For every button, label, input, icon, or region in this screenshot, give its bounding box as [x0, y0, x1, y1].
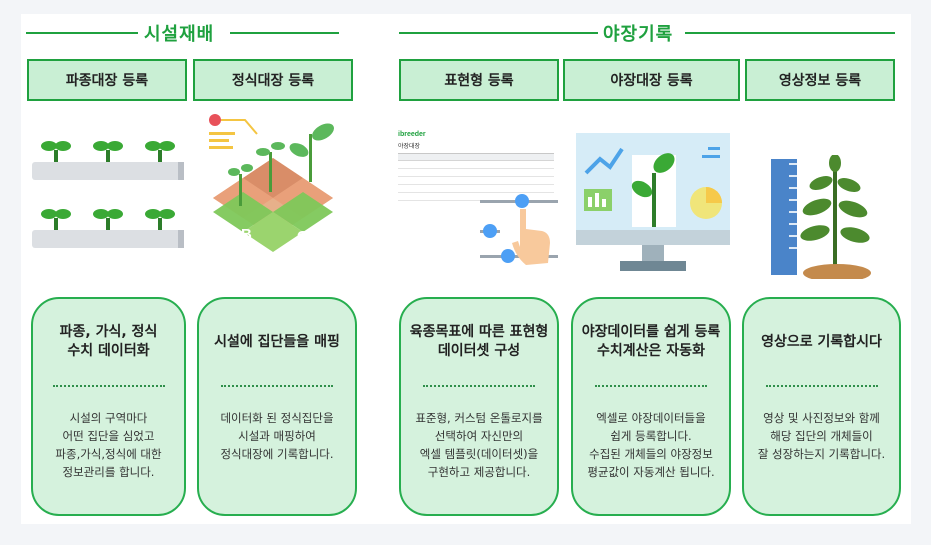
- dotted-divider: [52, 385, 165, 387]
- seedling-icon: [41, 141, 175, 230]
- section-divider-left-a: [26, 32, 138, 34]
- section-title-facility: 시설재배: [144, 24, 215, 45]
- sprout-icon: [228, 123, 334, 206]
- section-divider-left-b: [230, 32, 339, 34]
- dotted-divider: [595, 385, 707, 387]
- card-title: 파종, 가식, 정식 수치 데이터화: [59, 324, 158, 359]
- ibreeder-logo: ibreeder: [398, 131, 426, 138]
- seedling-rails-illustration: [32, 141, 184, 248]
- card-description: 영상 및 사진정보와 함께 해당 집단의 개체들이 잘 성장하는지 기록합니다.: [757, 411, 886, 461]
- dotted-divider: [221, 385, 333, 387]
- tile-letter-b: B: [241, 226, 252, 243]
- section-divider-right-b: [685, 32, 895, 34]
- plant-growth-illustration: [771, 155, 871, 279]
- card-title: 육종목표에 따른 표현형 데이터셋 구성: [409, 324, 549, 359]
- ruler-icon: [771, 159, 797, 275]
- card-field-book: 야장데이터를 쉽게 등록 수치계산은 자동화 엑셀로 야장데이터들을 쉽게 등록…: [571, 297, 731, 516]
- card-title: 야장데이터를 쉽게 등록 수치계산은 자동화: [581, 324, 721, 359]
- pin-icon: [209, 114, 221, 126]
- card-title: 영상으로 기록합시다: [761, 333, 882, 350]
- card-description: 엑셀로 야장데이터들을 쉽게 등록합니다. 수집된 개체들의 야장정보 평균값이…: [587, 411, 715, 479]
- dotted-divider: [423, 385, 535, 387]
- sheet-table: [398, 153, 554, 201]
- card-description: 시설의 구역마다 어떤 집단을 심었고 파종,가식,정식에 대한 정보관리를 합…: [55, 411, 162, 479]
- section-title-field-record: 야장기록: [603, 24, 674, 45]
- sowing-register-button[interactable]: 파종대장 등록: [27, 59, 187, 101]
- card-description: 표준형, 커스텀 온톨로지를 선택하여 자신만의 엑셀 템플릿(데이터셋)을 구…: [415, 411, 543, 479]
- card-planting-mapping: 시설에 집단들을 매핑 데이터화 된 정식집단을 시설과 매핑하여 정식대장에 …: [197, 297, 357, 516]
- card-image-info: 영상으로 기록합시다 영상 및 사진정보와 함께 해당 집단의 개체들이 잘 성…: [742, 297, 901, 516]
- tile-letter-c: C: [297, 228, 308, 245]
- section-divider-right-a: [399, 32, 598, 34]
- tile-letter-d: D: [268, 251, 279, 268]
- planting-map-illustration: B C D: [209, 114, 334, 268]
- card-title: 시설에 집단들을 매핑: [214, 333, 340, 350]
- card-description: 데이터화 된 정식집단을 시설과 매핑하여 정식대장에 기록합니다.: [220, 411, 334, 461]
- soil-icon: [803, 264, 871, 279]
- monitor-plant-illustration: [576, 133, 730, 271]
- card-phenotype: 육종목표에 따른 표현형 데이터셋 구성 표준형, 커스텀 온톨로지를 선택하여…: [399, 297, 559, 516]
- touch-hand-icon: [480, 194, 558, 265]
- sheet-title: 야장대장: [398, 143, 421, 150]
- phenotype-register-button[interactable]: 표현형 등록: [399, 59, 559, 101]
- dotted-divider: [765, 385, 878, 387]
- image-info-register-button[interactable]: 영상정보 등록: [745, 59, 895, 101]
- field-book-register-button[interactable]: 야장대장 등록: [563, 59, 740, 101]
- rail-icon: [32, 162, 184, 248]
- planting-register-button[interactable]: 정식대장 등록: [193, 59, 353, 101]
- card-sowing: 파종, 가식, 정식 수치 데이터화 시설의 구역마다 어떤 집단을 심었고 파…: [31, 297, 186, 516]
- plant-icon: [631, 153, 675, 227]
- spreadsheet-illustration: ibreeder 야장대장: [398, 131, 558, 271]
- plant-icon: [800, 155, 870, 265]
